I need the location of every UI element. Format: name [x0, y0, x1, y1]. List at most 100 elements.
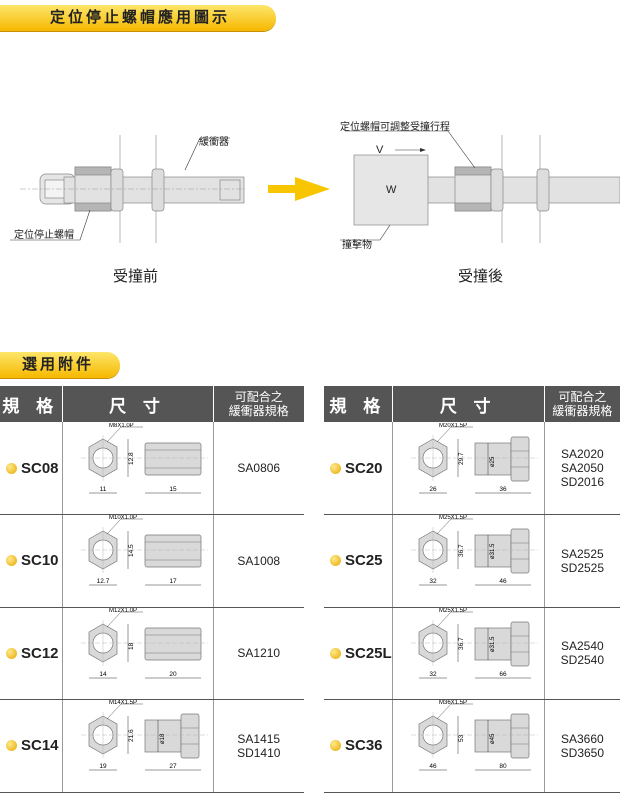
- model-cell: SC14: [0, 699, 63, 793]
- length-dim: 46: [500, 578, 508, 585]
- height-dim: 29.7: [458, 451, 465, 464]
- height-dim: 14.5: [128, 544, 135, 557]
- model-cell: SC25: [324, 514, 393, 608]
- model-cell: SC12: [0, 607, 63, 700]
- nut-drawing: M25X1.5P 36.7 32 46 ø31.5: [411, 515, 539, 586]
- velocity-label: V: [376, 144, 384, 156]
- bullet-icon: [330, 462, 341, 474]
- height-dim: 18: [128, 642, 135, 650]
- compatible-model: SA3660: [560, 731, 604, 746]
- size-cell: M20X1.5P 29.7 26 36 ø25: [392, 422, 545, 515]
- compatible-cell: SA1210: [213, 607, 304, 700]
- size-cell: M10X1.0P 14.5 12.7 17: [62, 514, 214, 608]
- width-dim: 32: [430, 671, 438, 678]
- bullet-icon: [330, 647, 341, 659]
- width-dim: 26: [430, 486, 438, 493]
- nut-drawing: M12X1.0P 18 14 20: [80, 608, 208, 678]
- model-cell: SC20: [324, 422, 393, 515]
- diameter-dim: ø25: [490, 455, 496, 466]
- bullet-icon: [6, 462, 17, 474]
- header-compatible: 可配合之 緩衝器規格: [544, 386, 620, 422]
- model-name: SC25: [345, 552, 383, 570]
- width-dim: 19: [99, 763, 107, 770]
- height-dim: 36.7: [458, 637, 465, 650]
- length-dim: 80: [500, 763, 508, 770]
- length-dim: 20: [169, 671, 177, 678]
- compatible-model: SD2540: [560, 653, 605, 668]
- compatible-model: SD3650: [560, 745, 605, 760]
- compatible-model: SA1415: [237, 731, 281, 746]
- compatible-model: SA2525: [560, 546, 604, 561]
- model-cell: SC36: [324, 699, 393, 793]
- diameter-dim: ø31.5: [490, 636, 496, 652]
- compatible-model: SA0806: [237, 461, 281, 475]
- compatible-model: SA1008: [237, 553, 281, 568]
- length-dim: 36: [500, 486, 508, 493]
- striker-label: 撞擊物: [342, 240, 372, 251]
- width-dim: 32: [430, 578, 438, 585]
- thread-spec: M20X1.5P: [439, 423, 467, 429]
- nut-drawing: M20X1.5P 29.7 26 36 ø25: [411, 423, 539, 493]
- size-cell: M25X1.5P 36.7 32 46 ø31.5: [392, 514, 545, 608]
- diameter-dim: ø45: [490, 733, 496, 744]
- header-model: 規 格: [324, 386, 393, 422]
- compatible-cell: SA1008: [213, 514, 304, 608]
- width-dim: 14: [99, 671, 107, 678]
- header-compatible: 可配合之 緩衝器規格: [213, 386, 304, 422]
- accessory-table-left: 規 格尺 寸可配合之 緩衝器規格 SC08 M8X1.0P 12.8 11 15…: [0, 386, 304, 793]
- size-cell: M12X1.0P 18 14 20: [62, 607, 214, 700]
- bullet-icon: [330, 740, 341, 752]
- thread-spec: M36X1.5P: [439, 700, 467, 706]
- size-cell: M14X1.5P 21.6 19 27 ø18: [62, 699, 214, 793]
- compatible-model: SA2540: [560, 639, 604, 654]
- bullet-icon: [6, 740, 17, 752]
- model-name: SC36: [345, 737, 383, 755]
- compatible-model: SD2525: [560, 560, 605, 575]
- nut-drawing: M8X1.0P 12.8 11 15: [80, 423, 208, 493]
- shock-absorber-label: 緩衝器: [199, 137, 229, 148]
- height-dim: 53: [458, 735, 465, 743]
- stop-nut-label: 定位停止螺帽: [14, 230, 74, 241]
- accessories-banner: 選用附件: [0, 352, 120, 378]
- model-name: SC20: [345, 459, 383, 477]
- model-cell: SC10: [0, 514, 63, 608]
- nut-drawing: M25X1.5P 36.7 32 66 ø31.5: [411, 608, 539, 678]
- after-caption: 受撞後: [458, 268, 504, 285]
- header-model: 規 格: [0, 386, 63, 422]
- size-cell: M8X1.0P 12.8 11 15: [62, 422, 214, 515]
- thread-spec: M14X1.5P: [109, 700, 137, 706]
- adjust-label: 定位螺帽可調整受撞行程: [340, 122, 450, 133]
- thread-spec: M25X1.5P: [439, 515, 467, 521]
- before-caption: 受撞前: [113, 268, 159, 285]
- weight-label: W: [386, 184, 397, 196]
- model-cell: SC08: [0, 422, 63, 515]
- thread-spec: M25X1.5P: [439, 608, 467, 614]
- compatible-cell: SA0806: [213, 422, 304, 515]
- compatible-model: SA1210: [237, 646, 281, 661]
- thread-spec: M12X1.0P: [109, 608, 137, 614]
- diameter-dim: ø31.5: [490, 543, 496, 559]
- usage-diagram: [10, 130, 620, 243]
- width-dim: 12.7: [96, 578, 109, 585]
- thread-spec: M10X1.0P: [109, 515, 137, 521]
- width-dim: 11: [99, 486, 106, 493]
- table-row: SC10 M10X1.0P 14.5 12.7 17 SA1008: [0, 514, 304, 608]
- model-name: SC14: [21, 737, 59, 755]
- header-size: 尺 寸: [392, 386, 545, 422]
- model-cell: SC25L: [324, 607, 393, 700]
- size-cell: M25X1.5P 36.7 32 66 ø31.5: [392, 607, 545, 700]
- model-name: SC10: [21, 552, 59, 570]
- bullet-icon: [6, 555, 17, 567]
- length-dim: 66: [500, 671, 508, 678]
- nut-drawing: M14X1.5P 21.6 19 27 ø18: [80, 700, 208, 771]
- model-name: SC12: [21, 644, 59, 662]
- width-dim: 46: [430, 763, 438, 770]
